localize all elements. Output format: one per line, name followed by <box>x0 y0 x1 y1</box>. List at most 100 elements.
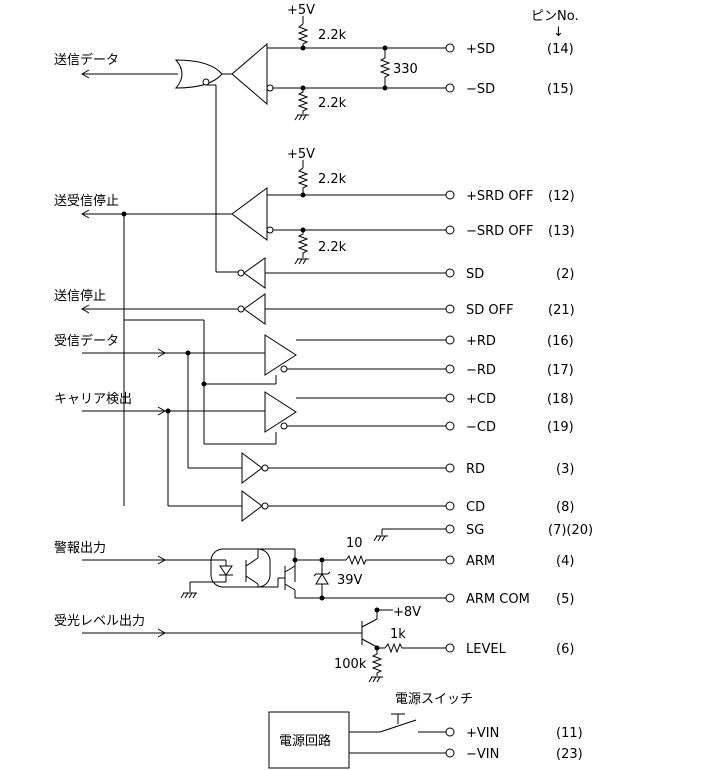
connector-terminals: +SD (14) −SD (15) +SRD OFF (12) −SRD OFF (13) SD… <box>445 42 593 762</box>
terminal-2 <box>445 190 455 200</box>
or-gate <box>174 59 223 89</box>
srd-line-driver <box>231 187 268 241</box>
power-switch-label: 電源スイッチ <box>395 692 473 707</box>
resistor-srd-pullup-value: 2.2k <box>318 172 347 187</box>
resistor-level-value: 1k <box>390 627 406 642</box>
terminal-13 <box>445 555 455 565</box>
pin-number: (12) <box>548 189 575 204</box>
ground-sg <box>373 535 388 542</box>
rd-line-driver <box>264 334 297 376</box>
resistor-sd-pullup-value: 2.2k <box>318 28 347 43</box>
rd-output-buffer <box>241 452 263 484</box>
terminal-9 <box>445 421 455 431</box>
pin-header-arrow: ↓ <box>553 25 564 40</box>
signal-name: SD <box>466 267 484 282</box>
signal-name: ARM COM <box>466 592 530 607</box>
signal-name: SG <box>466 523 484 538</box>
arrow-send-stop <box>80 304 242 314</box>
arrow-recv-data <box>82 348 265 358</box>
label-alarm-out: 警報出力 <box>54 540 106 556</box>
resistor-level-pulldown-value: 100k <box>334 657 367 672</box>
resistor-arm-value: 10 <box>346 536 363 551</box>
signal-name: −RD <box>466 363 496 378</box>
terminal-6 <box>445 335 455 345</box>
zener-diode-value: 39V <box>337 573 363 588</box>
signal-name: +RD <box>466 334 496 349</box>
terminal-14 <box>445 593 455 603</box>
arrow-alarm-out <box>82 555 216 565</box>
terminal-4 <box>445 268 455 278</box>
pin-number: (19) <box>547 420 574 435</box>
vcc-label-8: +8V <box>393 605 421 620</box>
signal-name: +VIN <box>466 726 499 741</box>
ground-sd-pulldown <box>294 114 309 121</box>
sd-input-buffer <box>243 257 266 289</box>
ground-srd-pulldown <box>294 258 309 265</box>
signal-name: +SD <box>466 42 495 57</box>
ground-level <box>368 676 383 683</box>
pin-number-header: ピンNo. <box>531 9 579 24</box>
pin-number: (23) <box>556 747 583 762</box>
label-rx-level-out: 受光レベル出力 <box>54 614 145 629</box>
resistor-sd-termination-value: 330 <box>393 62 418 77</box>
pin-number: (18) <box>547 392 574 407</box>
vcc-label-1: +5V <box>287 3 315 18</box>
pin-number: (13) <box>548 224 575 239</box>
terminal-17 <box>445 748 455 758</box>
pin-number: (7)(20) <box>548 523 593 538</box>
pin-number: (21) <box>548 303 575 318</box>
resistor-sd-termination <box>379 48 391 88</box>
photocoupler-led <box>219 565 233 576</box>
pin-number: (4) <box>556 554 574 569</box>
resistor-srd-pulldown <box>297 230 309 258</box>
power-circuit-block <box>268 711 350 769</box>
power-switch <box>379 719 417 733</box>
resistor-level <box>377 642 446 654</box>
pin-number: (17) <box>547 363 574 378</box>
pin-number: (8) <box>556 500 574 515</box>
signal-name: −CD <box>466 420 496 435</box>
vcc-label-2: +5V <box>287 147 315 162</box>
arrow-send-data <box>80 69 178 79</box>
sd-line-driver <box>231 42 268 106</box>
terminal-10 <box>445 463 455 473</box>
cd-output-buffer <box>241 490 263 522</box>
terminal-3 <box>445 225 455 235</box>
sd-off-input-buffer <box>243 293 266 325</box>
pin-number: (6) <box>556 642 574 657</box>
signal-name: +SRD OFF <box>466 189 534 204</box>
terminal-5 <box>445 304 455 314</box>
terminal-11 <box>445 501 455 511</box>
pin-number: (14) <box>547 42 574 57</box>
zener-diode <box>315 573 329 585</box>
photocoupler <box>210 548 271 588</box>
pin-number: (3) <box>556 462 574 477</box>
pin-number: (15) <box>547 82 574 97</box>
terminal-1 <box>445 83 455 93</box>
resistor-sd-pulldown <box>297 88 309 114</box>
signal-name: SD OFF <box>466 303 514 318</box>
arrow-send-recv-stop <box>80 209 232 219</box>
terminal-15 <box>445 643 455 653</box>
signal-name: CD <box>466 500 485 515</box>
terminal-12 <box>445 524 455 534</box>
pin-number: (11) <box>556 726 583 741</box>
pin-number: (2) <box>556 267 574 282</box>
resistor-sd-pulldown-value: 2.2k <box>318 96 347 111</box>
resistor-level-pulldown <box>371 648 383 676</box>
terminal-0 <box>445 43 455 53</box>
ground-alarm <box>180 592 197 599</box>
signal-name: RD <box>466 462 485 477</box>
signal-name: −SRD OFF <box>466 224 534 239</box>
cd-line-driver <box>264 391 297 433</box>
label-send-recv-stop: 送受信停止 <box>54 193 119 209</box>
pin-number: (16) <box>547 334 574 349</box>
label-send-stop: 送信停止 <box>54 288 106 304</box>
resistor-srd-pulldown-value: 2.2k <box>318 240 347 255</box>
resistor-sd-pullup <box>297 23 309 48</box>
signal-name: ARM <box>466 554 495 569</box>
signal-name: −SD <box>466 82 495 97</box>
resistor-arm <box>345 554 446 566</box>
arrow-carrier-detect <box>82 406 265 416</box>
